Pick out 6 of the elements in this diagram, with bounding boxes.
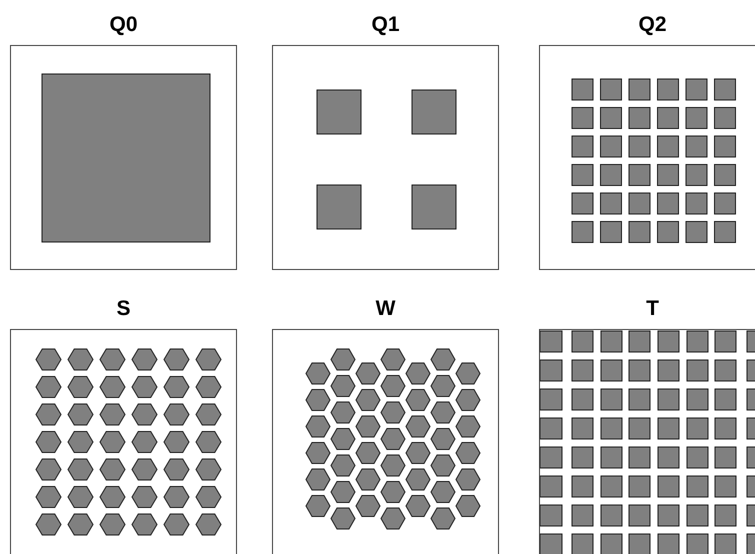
panel-title: S bbox=[116, 297, 130, 321]
panel-title: W bbox=[376, 297, 396, 321]
panel-title: Q0 bbox=[109, 13, 138, 37]
panel-title: T bbox=[646, 297, 659, 321]
panel-title: Q1 bbox=[371, 13, 400, 37]
panel-title: Q2 bbox=[638, 13, 666, 37]
